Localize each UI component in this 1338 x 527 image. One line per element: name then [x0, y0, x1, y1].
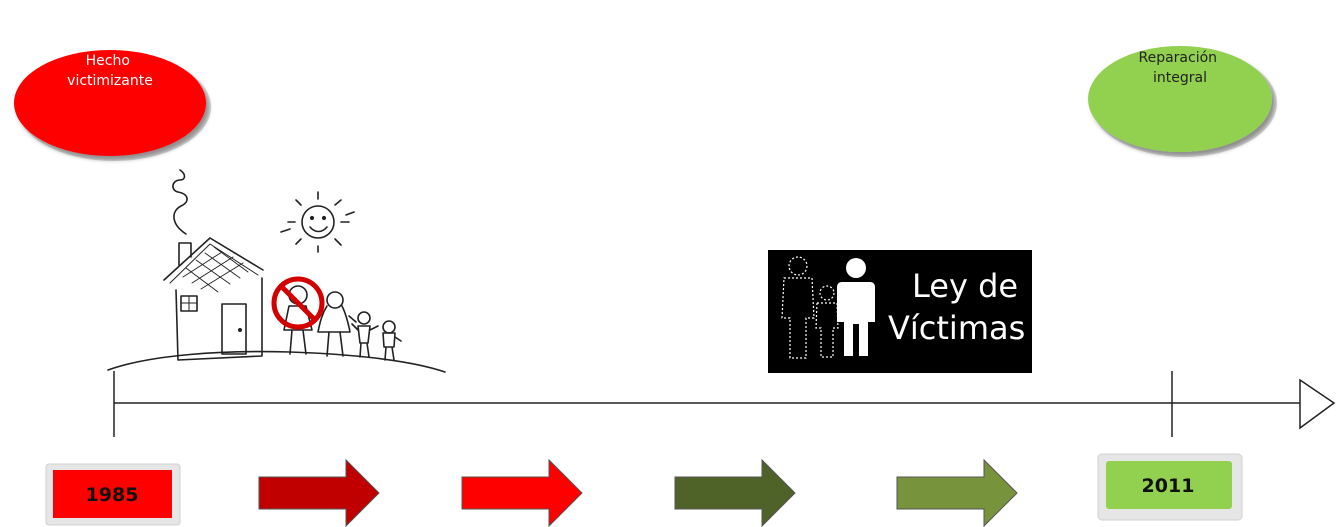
start-event-label-line2: victimizante — [67, 73, 153, 89]
start-event-label-line1: Hecho — [86, 53, 130, 69]
timeline-axis — [114, 371, 1334, 437]
stage-arrow-4 — [897, 460, 1017, 526]
end-year-label: 2011 — [1142, 475, 1195, 497]
law-sign: Ley de Víctimas — [768, 250, 1032, 373]
family-house-illustration — [108, 170, 445, 372]
stage-arrow-2 — [462, 460, 582, 526]
start-event-bubble: Hecho victimizante — [14, 50, 211, 161]
timeline-arrowhead — [1300, 380, 1334, 428]
stage-arrows — [259, 460, 1017, 526]
end-event-label-line2: integral — [1153, 70, 1207, 86]
end-event-label-line1: Reparación — [1139, 50, 1218, 66]
smoke-icon — [173, 170, 187, 234]
end-year-box: 2011 — [1098, 454, 1242, 520]
family-icon — [284, 286, 401, 360]
law-sign-line1: Ley de — [912, 267, 1018, 305]
law-sign-line2: Víctimas — [888, 309, 1025, 347]
stage-arrow-1 — [259, 460, 379, 526]
stage-arrow-3 — [675, 460, 795, 526]
sun-icon — [281, 192, 354, 252]
start-year-box: 1985 — [46, 464, 180, 525]
start-year-label: 1985 — [86, 484, 139, 506]
end-event-bubble: Reparación integral — [1088, 46, 1277, 157]
